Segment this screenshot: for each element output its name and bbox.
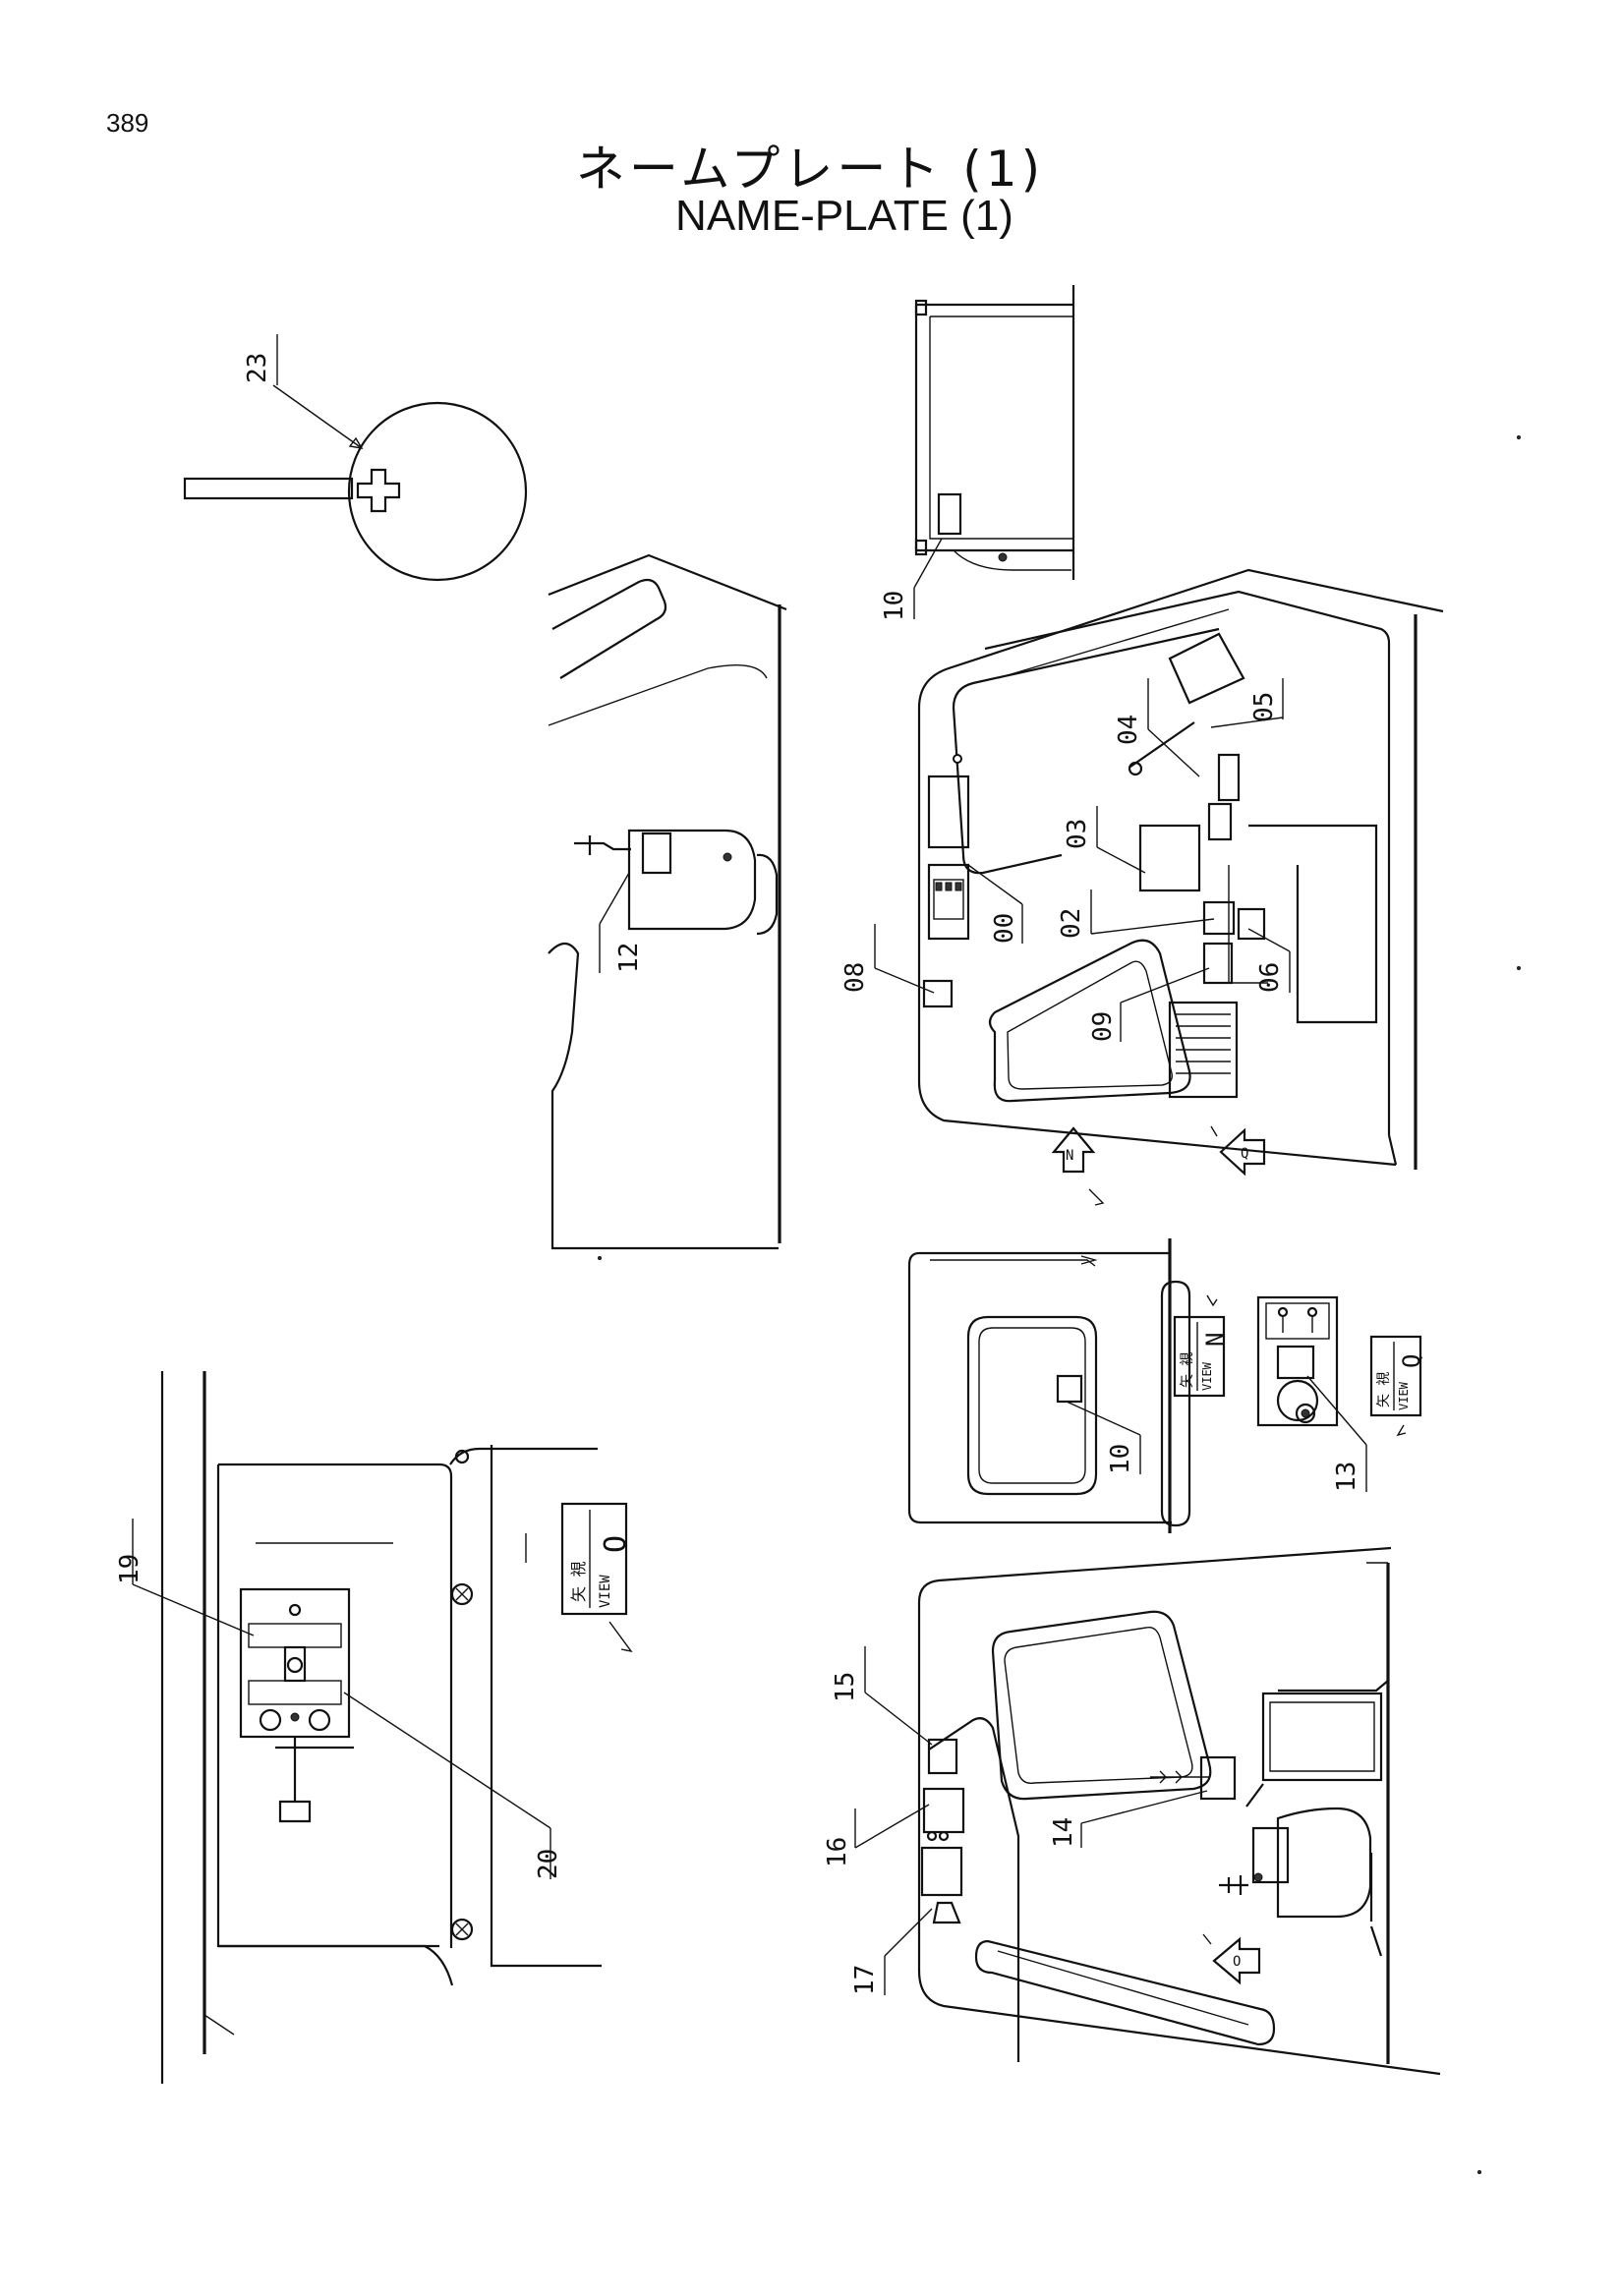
callout-10a: 10 [880,591,909,621]
svg-text:VIEW: VIEW [1397,1381,1411,1410]
callout-08: 08 [840,962,870,993]
callout-16: 16 [823,1837,852,1867]
detail-view-o: 19 20 矢 視 VIEW O [115,1371,633,2084]
svg-text:VIEW: VIEW [1200,1361,1214,1391]
svg-text:VIEW: VIEW [598,1575,613,1608]
page-number: 389 [106,108,149,138]
detail-rear-window: 10 [880,285,1075,621]
svg-text:O: O [599,1535,633,1553]
callout-14: 14 [1049,1817,1078,1848]
detail-cab-interior: 04 05 03 00 02 08 09 06 [840,568,1444,1170]
callout-10b: 10 [1106,1444,1135,1474]
view-n-plate: 矢 視 VIEW N [1173,1294,1229,1398]
callout-04: 04 [1114,715,1143,745]
title-english: NAME-PLATE (1) [675,192,1013,240]
svg-text:N: N [1066,1148,1073,1164]
callout-20: 20 [534,1849,563,1879]
svg-text:N: N [1201,1333,1229,1347]
callout-02: 02 [1057,908,1086,939]
view-q-plate: 矢 視 VIEW Q [1369,1335,1425,1437]
svg-text:O: O [1233,1954,1241,1970]
detail-cab-right-side: 15 16 14 17 O [823,1546,1441,2076]
svg-text:矢 視: 矢 視 [1180,1352,1195,1388]
svg-text:矢 視: 矢 視 [1376,1372,1392,1407]
callout-19: 19 [115,1554,145,1584]
svg-text:矢 視: 矢 視 [569,1561,588,1602]
callout-13: 13 [1332,1462,1361,1492]
callout-00: 00 [990,913,1019,944]
title-japanese: ネームプレート (1) [575,141,1045,198]
view-o-plate: 矢 視 VIEW O [560,1502,633,1653]
view-arrow-o: O [1202,1933,1261,1985]
callout-03: 03 [1063,819,1092,849]
svg-text:Q: Q [1398,1354,1425,1368]
detail-cab-left: 12 [548,553,787,1250]
svg-text:Q: Q [1241,1146,1248,1162]
callout-09: 09 [1088,1011,1118,1042]
callout-06: 06 [1255,962,1285,993]
callout-05: 05 [1249,692,1279,722]
detail-round-plate: 23 [183,334,528,582]
detail-view-n-q: 10 矢 視 VIEW N 13 矢 視 VIEW Q [907,1238,1425,1533]
callout-17: 17 [850,1965,880,1995]
callout-23: 23 [243,353,272,383]
callout-15: 15 [831,1672,860,1702]
view-arrow-n: N [1051,1126,1105,1206]
view-arrow-q: Q [1210,1125,1266,1177]
callout-12: 12 [614,943,644,973]
